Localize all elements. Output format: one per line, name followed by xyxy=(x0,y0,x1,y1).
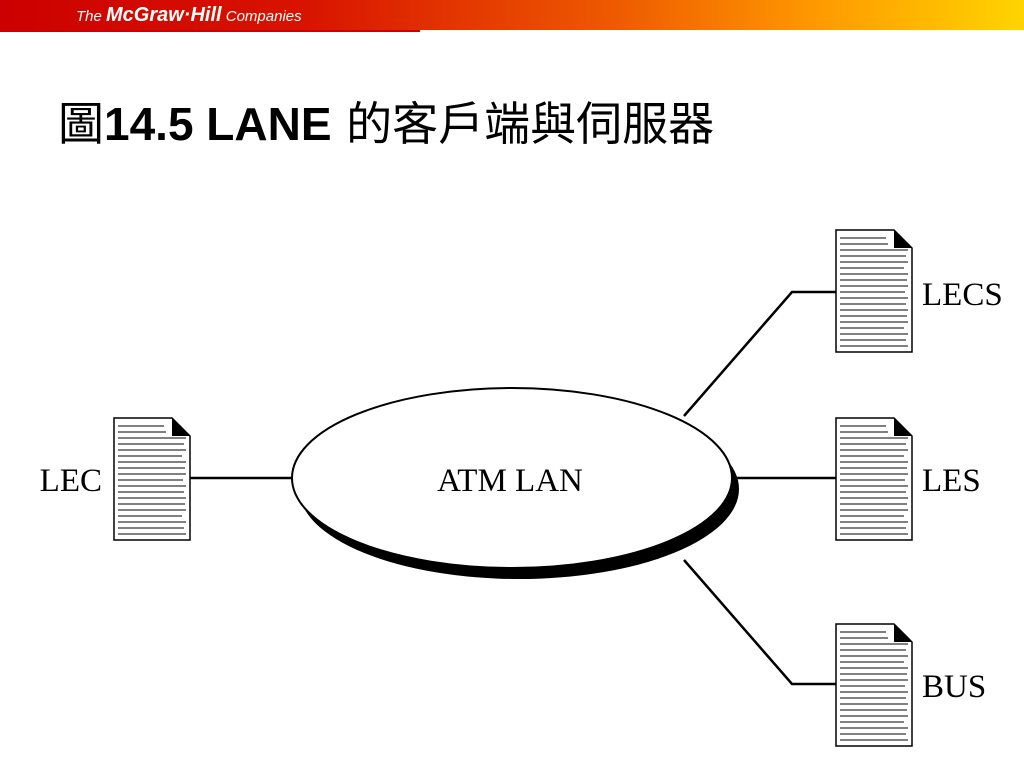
connector-lines xyxy=(190,290,836,686)
atm-lan-ellipse xyxy=(291,387,733,569)
title-number: 14.5 LANE xyxy=(104,98,332,150)
title-prefix: 圖 xyxy=(58,97,104,151)
document-icon xyxy=(835,623,913,747)
les-label: LES xyxy=(922,463,981,499)
bus-label: BUS xyxy=(922,669,986,705)
title-suffix: 的客戶端與伺服器 xyxy=(331,97,715,151)
line-bus xyxy=(683,559,836,686)
lec-label: LEC xyxy=(40,463,102,499)
header-banner xyxy=(0,0,1024,30)
line-lecs xyxy=(683,290,836,417)
atm-lan-label: ATM LAN xyxy=(437,463,583,499)
document-icon xyxy=(835,229,913,353)
lecs-label: LECS xyxy=(922,277,1003,313)
banner-underline xyxy=(0,30,420,32)
publisher-logo: The McGraw·Hill Companies xyxy=(76,4,302,26)
document-icon xyxy=(113,417,191,541)
document-icon xyxy=(835,417,913,541)
slide-title: 圖14.5 LANE 的客戶端與伺服器 xyxy=(58,94,714,154)
